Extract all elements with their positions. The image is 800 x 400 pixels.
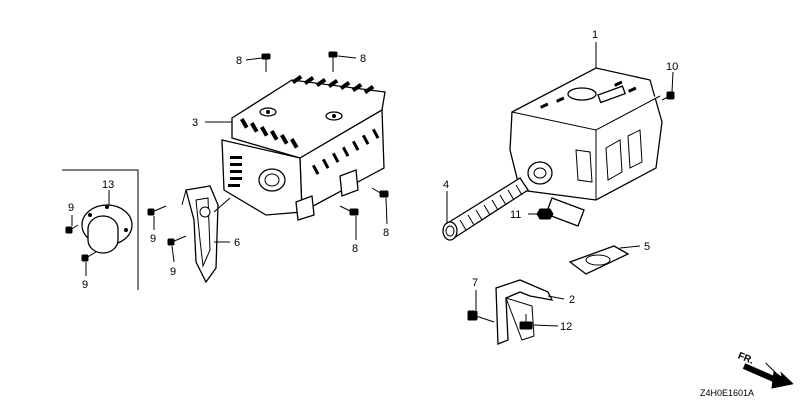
part-2-muffler-stay[interactable] — [495, 279, 554, 345]
callout-5: 5 — [644, 241, 650, 253]
part-8-bolt-a[interactable] — [261, 53, 271, 72]
part-4-spark-arrester[interactable] — [442, 177, 529, 241]
callout-4: 4 — [443, 179, 449, 191]
callout-8-a: 8 — [236, 55, 242, 67]
callout-8-b: 8 — [360, 53, 366, 65]
part-8-bolt-b[interactable] — [328, 51, 338, 72]
part-9-screw-d[interactable] — [167, 235, 187, 246]
leader-lines — [71, 42, 674, 327]
callout-13: 13 — [102, 179, 114, 191]
callout-9-b: 9 — [150, 233, 156, 245]
callout-2: 2 — [569, 294, 575, 306]
drawing-code: Z4H0E1601A — [700, 388, 754, 398]
part-10-bolt[interactable] — [661, 91, 675, 101]
callout-11: 11 — [510, 209, 521, 221]
group-bracket — [62, 169, 139, 290]
part-8-bolt-c[interactable] — [339, 205, 359, 216]
front-direction-arrow — [742, 362, 794, 389]
part-8-bolt-d[interactable] — [371, 187, 389, 198]
callout-8-c: 8 — [352, 243, 358, 255]
part-11-nut[interactable] — [536, 208, 554, 220]
callout-6: 6 — [234, 237, 240, 249]
part-9-screw-b[interactable] — [81, 251, 97, 262]
callout-1: 1 — [592, 29, 598, 41]
part-13-end-cap[interactable] — [81, 204, 133, 254]
part-7-bolt[interactable] — [467, 310, 495, 323]
part-3-muffler-protector[interactable] — [221, 75, 386, 221]
callout-9-c: 9 — [170, 266, 176, 278]
callout-7: 7 — [472, 277, 478, 289]
part-5-gasket[interactable] — [568, 245, 630, 275]
part-9-screw-c[interactable] — [147, 205, 167, 216]
callout-12: 12 — [560, 321, 572, 333]
direction-label: FR. — [736, 351, 755, 367]
callout-9-a: 9 — [68, 202, 74, 214]
part-9-screw-a[interactable] — [65, 224, 79, 234]
part-6-exhaust-shield[interactable] — [181, 185, 219, 284]
callout-9-d: 9 — [82, 279, 88, 291]
part-12-bolt[interactable] — [519, 314, 533, 330]
callout-10: 10 — [666, 61, 678, 73]
part-1-muffler[interactable] — [509, 67, 663, 227]
callout-3: 3 — [192, 117, 198, 129]
callout-8-d: 8 — [383, 227, 389, 239]
